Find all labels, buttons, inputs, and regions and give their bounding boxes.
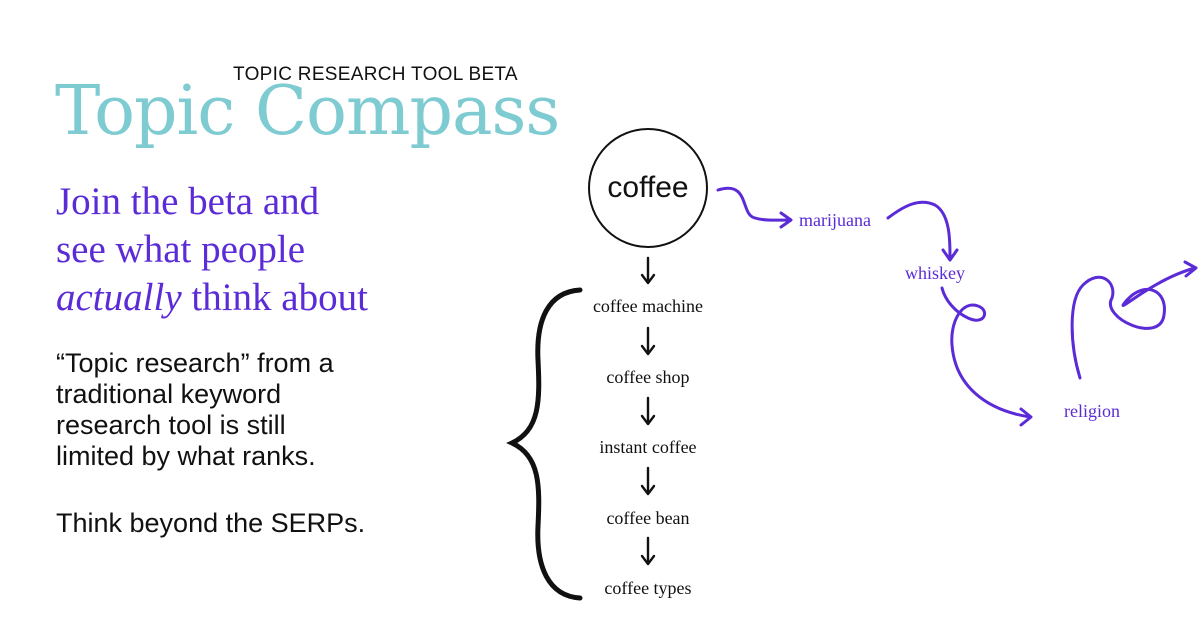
headline-line-2: see what people [56, 228, 306, 271]
headline: Join the beta and see what people actual… [56, 178, 476, 322]
down-arrow-icon [640, 396, 656, 426]
body-copy: “Topic research” from a traditional keyw… [56, 348, 436, 472]
tagline: Think beyond the SERPs. [56, 508, 366, 538]
headline-line-3: actually think about [56, 274, 476, 322]
headline-line-3-rest: think about [181, 276, 368, 319]
chain-item-coffee-machine: coffee machine [592, 296, 704, 316]
seed-topic-label: coffee [607, 171, 689, 204]
down-arrow-icon [640, 466, 656, 496]
body-line-1: “Topic research” from a [56, 348, 334, 378]
chain-item-instant-coffee: instant coffee [599, 437, 697, 457]
chain-item-coffee-bean: coffee bean [606, 508, 690, 528]
drift-item-whiskey: whiskey [905, 263, 965, 283]
arrow-down-icon [941, 248, 959, 262]
chain-arrows [640, 256, 656, 566]
arrow-right-icon [1019, 407, 1033, 427]
body-line-2: traditional keyword [56, 379, 282, 409]
seed-topic-node: coffee [588, 128, 708, 248]
brand-title: Topic Compass [55, 72, 560, 151]
down-arrow-icon [640, 256, 656, 285]
eyebrow-label: TOPIC RESEARCH TOOL BETA [233, 64, 518, 85]
chain-item-coffee-shop: coffee shop [606, 367, 690, 387]
body-line-3: research tool is still [56, 410, 286, 440]
arrow-right-icon [779, 211, 793, 229]
curly-brace [506, 287, 583, 601]
drift-path [716, 186, 1198, 427]
drift-item-marijuana: marijuana [799, 210, 871, 230]
chain-item-coffee-types: coffee types [604, 578, 692, 598]
headline-line-1: Join the beta and [56, 180, 320, 223]
headline-emphasis: actually [56, 276, 182, 319]
arrow-right-icon [1183, 260, 1198, 278]
down-arrow-icon [640, 326, 656, 356]
drift-item-religion: religion [1064, 401, 1120, 421]
body-line-4: limited by what ranks. [56, 441, 316, 471]
down-arrow-icon [640, 536, 656, 566]
